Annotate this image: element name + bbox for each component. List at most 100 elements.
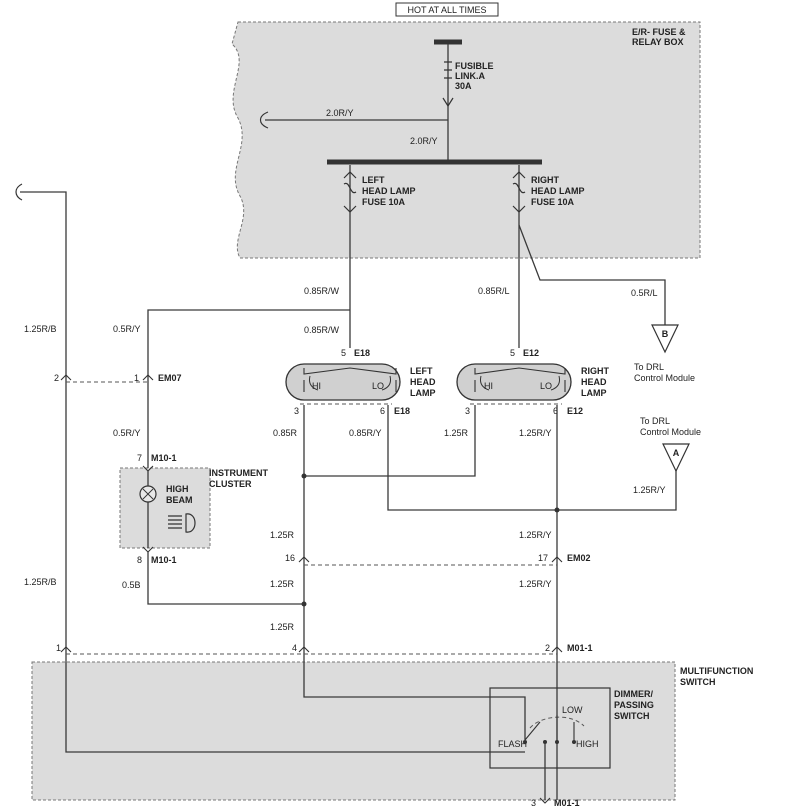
m01-pin3: 3 [531, 798, 536, 808]
wire-125r-right-hi [304, 405, 476, 477]
fuse-box-title-2: RELAY BOX [632, 37, 684, 47]
left-lamp-name-1: LEFT [410, 366, 433, 376]
fusible-link-label-1: FUSIBLE [455, 61, 494, 71]
junction-dot-right-lo [554, 507, 560, 513]
right-fuse-symbol [512, 171, 526, 213]
dp-switch-low: LOW [562, 705, 583, 715]
em02-pin17-mark [551, 556, 563, 563]
left-lamp-hi: HI [312, 381, 321, 391]
m10-pin7: 7 [137, 453, 142, 463]
wire-125r-label-d: 1.25R [270, 622, 295, 632]
wire-05rl [518, 224, 666, 325]
dp-contact-2 [543, 740, 547, 744]
wire-085rw-label-a: 0.85R/W [304, 286, 340, 296]
right-lamp-filament [474, 367, 566, 392]
high-beam-label-2: BEAM [166, 495, 193, 505]
hot-at-all-times-label: HOT AT ALL TIMES [407, 5, 486, 15]
right-lamp-conn-top: E12 [523, 348, 539, 358]
high-beam-bulb-x [142, 488, 154, 500]
left-lamp-hi-lo [309, 375, 391, 391]
right-lamp-name-3: LAMP [581, 388, 607, 398]
right-lamp-name-2: HEAD [581, 377, 607, 387]
drl-a-letter: A [673, 448, 680, 458]
wire-20ry-label-b: 2.0R/Y [410, 136, 438, 146]
wire-085rw-label-b: 0.85R/W [304, 325, 340, 335]
dp-switch-high: HIGH [576, 739, 599, 749]
right-fuse-label-1: RIGHT [531, 175, 560, 185]
right-lamp-conn-bottom: E12 [567, 406, 583, 416]
dp-switch-arc [529, 716, 585, 729]
m01-bottom-label: M01-1 [554, 798, 580, 808]
drl-a-triangle [662, 443, 690, 473]
dimmer-passing-switch-box [489, 687, 611, 769]
left-lamp-pin3: 3 [294, 406, 299, 416]
fusible-link-label-3: 30A [455, 81, 472, 91]
m01-pin1: 1 [56, 643, 61, 653]
right-lamp-pin5: 5 [510, 348, 515, 358]
wire-20ry-label-a: 2.0R/Y [326, 108, 354, 118]
high-beam-icon [168, 513, 196, 533]
m10-top-label: M10-1 [151, 453, 177, 463]
left-lamp-pin6: 6 [380, 406, 385, 416]
dp-contact-1 [523, 740, 527, 744]
hot-at-all-times-box [395, 2, 499, 17]
em02-pin16-mark [298, 556, 310, 563]
m01-pin2-mark [551, 646, 563, 653]
fuse-relay-box-zone [231, 21, 701, 259]
left-lamp-conn-top: E18 [354, 348, 370, 358]
right-lamp-lo: LO [540, 381, 552, 391]
wire-125r-label-c: 1.25R [270, 579, 295, 589]
drl-b-triangle [651, 324, 679, 354]
wire-05ry-label-b: 0.5R/Y [113, 428, 141, 438]
dp-switch-flash: FLASH [498, 739, 527, 749]
m01-pin2: 2 [545, 643, 550, 653]
wire-05b-label: 0.5B [122, 580, 141, 590]
junction-dot-left-hi [301, 473, 307, 479]
drl-a-label-2: Control Module [640, 427, 701, 437]
em02-pin16: 16 [285, 553, 295, 563]
m01-bottom-mark [539, 797, 551, 804]
wire-125rb-end-hook [15, 183, 23, 201]
dp-contact-4 [572, 740, 576, 744]
wire-05ry-label-a: 0.5R/Y [113, 324, 141, 334]
dp-switch-title-2: PASSING [614, 700, 654, 710]
left-fuse-label-2: HEAD LAMP [362, 186, 416, 196]
instrument-cluster-zone [119, 467, 211, 549]
wire-20ry-end-hook [259, 111, 269, 129]
wire-125ry-label-a: 1.25R/Y [519, 428, 552, 438]
left-lamp-filament [303, 367, 397, 392]
em07-pin2-mark [60, 374, 72, 381]
wire-085ry [387, 405, 677, 511]
wire-125ry-label-d: 1.25R/Y [519, 579, 552, 589]
cluster-title-1: INSTRUMENT [209, 468, 268, 478]
m01-top-label: M01-1 [567, 643, 593, 653]
drl-b-letter: B [662, 329, 669, 339]
left-fuse-label-3: FUSE 10A [362, 197, 406, 207]
m01-pin4-mark [298, 646, 310, 653]
wire-125rb-label-b: 1.25R/B [24, 577, 57, 587]
wire-05ry [147, 309, 350, 468]
em07-pin1: 1 [134, 373, 139, 383]
right-lamp-name-1: RIGHT [581, 366, 610, 376]
wire-125ry-label-b: 1.25R/Y [633, 485, 666, 495]
em07-pin2: 2 [54, 373, 59, 383]
right-lamp-pin3: 3 [465, 406, 470, 416]
drl-b-label-2: Control Module [634, 373, 695, 383]
right-head-lamp-body [456, 363, 572, 401]
wire-085rl-label: 0.85R/L [478, 286, 510, 296]
cluster-title-2: CLUSTER [209, 479, 252, 489]
right-lamp-hi: HI [484, 381, 493, 391]
left-lamp-conn-bottom: E18 [394, 406, 410, 416]
multifunction-switch-zone [31, 661, 676, 801]
drl-a-label-1: To DRL [640, 416, 670, 426]
left-lamp-lo: LO [372, 381, 384, 391]
right-lamp-pin6: 6 [553, 406, 558, 416]
wire-085r-label: 0.85R [273, 428, 298, 438]
high-beam-label-1: HIGH [166, 484, 189, 494]
em02-pin17: 17 [538, 553, 548, 563]
wire-085ry-label: 0.85R/Y [349, 428, 382, 438]
right-fuse-label-3: FUSE 10A [531, 197, 575, 207]
right-lamp-hi-lo [480, 375, 560, 391]
fusible-link-label-2: LINK.A [455, 71, 485, 81]
